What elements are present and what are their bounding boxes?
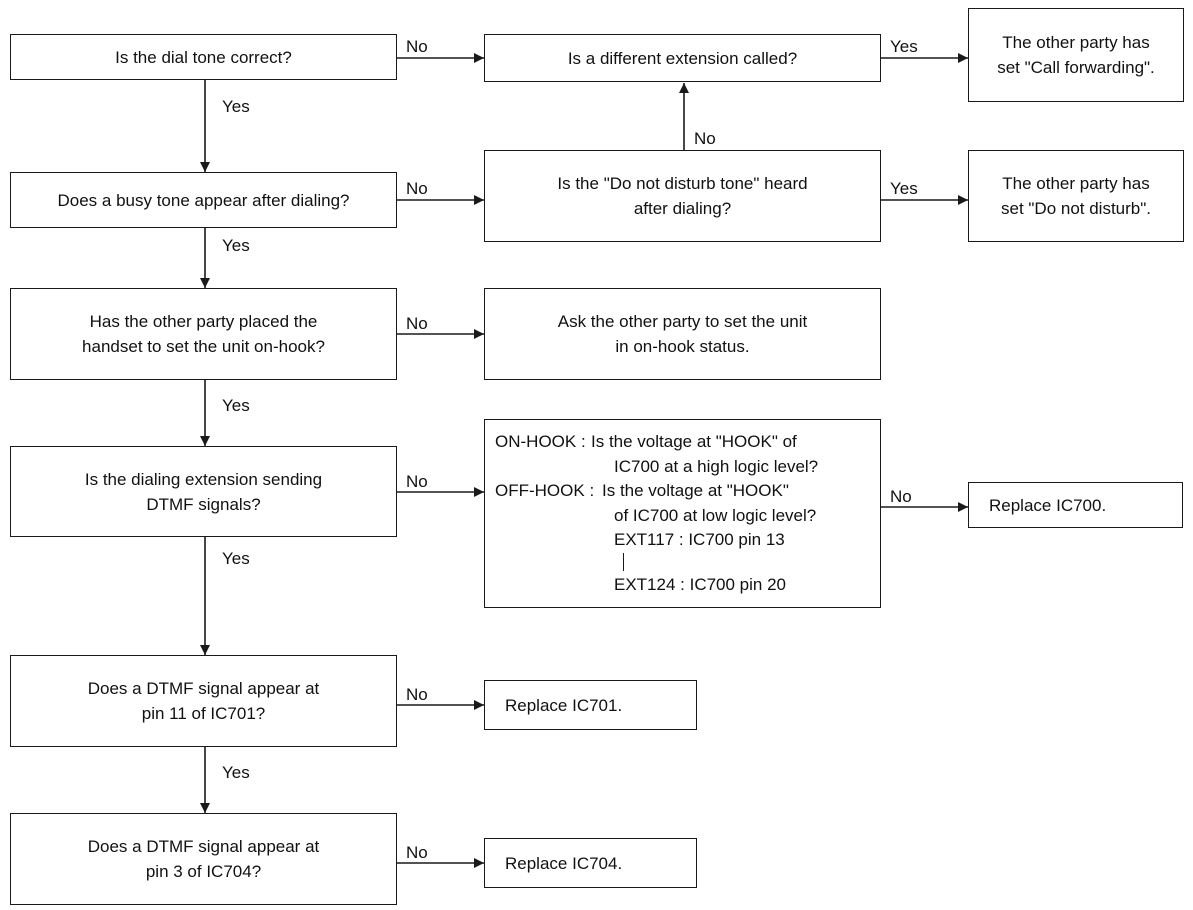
text-line: Has the other party placed the — [89, 312, 318, 331]
range-separator — [623, 553, 624, 571]
result-replace-ic700: Replace IC700. — [968, 482, 1183, 528]
text-line: Replace IC700. — [989, 495, 1107, 515]
on-hook-label: ON-HOOK : — [495, 432, 586, 451]
question-on-hook: Has the other party placed the handset to… — [10, 288, 397, 380]
text-line: Is the dialing extension sending — [84, 469, 323, 489]
text-line: The other party has — [1002, 174, 1150, 193]
text-line: pin 11 of IC701? — [141, 704, 266, 723]
label-no-q2: No — [406, 179, 428, 198]
text-line: Replace IC704. — [505, 853, 623, 873]
text-line: in on-hook status. — [615, 337, 750, 356]
label-yes-q7: Yes — [890, 37, 918, 56]
text-line: Replace IC701. — [505, 695, 623, 715]
question-busy-tone: Does a busy tone appear after dialing? — [10, 172, 397, 228]
label-no-q1: No — [406, 37, 428, 56]
on-hook-question-line1: Is the voltage at "HOOK" of — [591, 432, 797, 451]
label-no-q8: No — [694, 129, 716, 148]
result-do-not-disturb: The other party has set "Do not disturb". — [968, 150, 1184, 242]
question-pin11-ic701: Does a DTMF signal appear at pin 11 of IC… — [10, 655, 397, 747]
range-start-pin: EXT117 : IC700 pin 13 — [614, 530, 785, 549]
label-yes-q3: Yes — [222, 396, 250, 415]
text-line: The other party has — [1002, 33, 1150, 52]
range-end-pin: EXT124 : IC700 pin 20 — [614, 575, 787, 594]
result-call-forwarding: The other party has set "Call forwarding"… — [968, 8, 1184, 102]
label-no-hook: No — [890, 487, 912, 506]
text-line: Is a different extension called? — [567, 48, 798, 68]
hook-voltage-check: ON-HOOK : Is the voltage at "HOOK" of IC… — [484, 419, 881, 608]
off-hook-question-line2: of IC700 at low logic level? — [614, 506, 817, 525]
text-line: Is the dial tone correct? — [115, 47, 292, 67]
question-dnd-tone: Is the "Do not disturb tone" heard after … — [484, 150, 881, 242]
text-line: after dialing? — [633, 199, 732, 218]
label-yes-q2: Yes — [222, 236, 250, 255]
off-hook-question-line1: Is the voltage at "HOOK" — [602, 481, 789, 500]
text-line: Is the "Do not disturb tone" heard — [557, 174, 808, 193]
text-line: Ask the other party to set the unit — [557, 312, 808, 331]
text-line: handset to set the unit on-hook? — [82, 337, 325, 356]
label-yes-q1: Yes — [222, 97, 250, 116]
question-different-extension: Is a different extension called? — [484, 34, 881, 82]
text-line: Does a busy tone appear after dialing? — [57, 190, 350, 210]
text-line: Does a DTMF signal appear at — [87, 837, 320, 856]
text-line: pin 3 of IC704? — [145, 862, 262, 881]
label-yes-q4: Yes — [222, 549, 250, 568]
label-yes-q8: Yes — [890, 179, 918, 198]
text-line: set "Call forwarding". — [997, 58, 1155, 77]
on-hook-question-line2: IC700 at a high logic level? — [614, 457, 819, 476]
text-line: Does a DTMF signal appear at — [87, 679, 320, 698]
result-replace-ic701: Replace IC701. — [484, 680, 697, 730]
text-line: set "Do not disturb". — [1000, 199, 1152, 218]
label-no-q4: No — [406, 472, 428, 491]
question-dial-tone: Is the dial tone correct? — [10, 34, 397, 80]
question-pin3-ic704: Does a DTMF signal appear at pin 3 of IC7… — [10, 813, 397, 905]
text-line: DTMF signals? — [146, 494, 261, 514]
result-replace-ic704: Replace IC704. — [484, 838, 697, 888]
label-no-q6: No — [406, 843, 428, 862]
off-hook-label: OFF-HOOK : — [495, 481, 595, 500]
label-yes-q5: Yes — [222, 763, 250, 782]
label-no-q5: No — [406, 685, 428, 704]
label-no-q3: No — [406, 314, 428, 333]
result-ask-on-hook: Ask the other party to set the unit in on… — [484, 288, 881, 380]
